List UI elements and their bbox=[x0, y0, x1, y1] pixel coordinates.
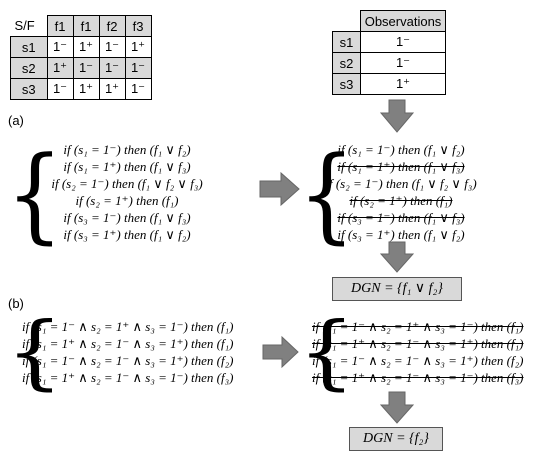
part-a-label: (a) bbox=[8, 113, 24, 128]
rule-line: if (s₃ = 1⁻) then (f₁ ∨ f₃) bbox=[63, 210, 191, 225]
symptom-header: s1 bbox=[332, 31, 361, 53]
diagnosis-result-b: DGN = {f₂} bbox=[349, 427, 443, 451]
rule-line: if (s₁ = 1⁻ ∧ s₂ = 1⁻ ∧ s₃ = 1⁺) then (f… bbox=[22, 353, 234, 368]
part-b-filtered-rules: if (s₁ = 1⁻ ∧ s₂ = 1⁺ ∧ s₃ = 1⁻) then (f… bbox=[312, 318, 548, 386]
signature-cell: 1⁺ bbox=[72, 78, 100, 100]
rule-line: if (s₁ = 1⁺ ∧ s₂ = 1⁻ ∧ s₃ = 1⁺) then (f… bbox=[22, 336, 234, 351]
rule-line-struck: if (s₁ = 1⁻ ∧ s₂ = 1⁺ ∧ s₃ = 1⁻) then (f… bbox=[312, 319, 524, 334]
rule-line: if (s₂ = 1⁻) then (f₁ ∨ f₂ ∨ f₃) bbox=[325, 176, 477, 191]
observation-value: 1⁺ bbox=[360, 73, 446, 95]
rule-line-struck: if (s₁ = 1⁺ ∧ s₂ = 1⁻ ∧ s₃ = 1⁺) then (f… bbox=[312, 336, 524, 351]
rule-line-struck: if (s₂ = 1⁺) then (f₁) bbox=[349, 193, 453, 208]
observations-table: Observations s1 1⁻ s2 1⁻ s3 1⁺ bbox=[332, 10, 446, 95]
signature-cell: 1⁺ bbox=[46, 57, 74, 79]
down-arrow-icon bbox=[379, 99, 415, 133]
rule-line: if (s₃ = 1⁺) then (f₁ ∨ f₂) bbox=[337, 227, 465, 242]
rule-line: if (s₁ = 1⁻) then (f₁ ∨ f₂) bbox=[337, 142, 465, 157]
left-brace-icon: { bbox=[6, 304, 64, 400]
rule-line: if (s₁ = 1⁻ ∧ s₂ = 1⁻ ∧ s₃ = 1⁺) then (f… bbox=[312, 353, 524, 368]
corner-label: S/F bbox=[10, 15, 48, 37]
signature-cell: 1⁻ bbox=[124, 78, 152, 100]
part-a-filtered-rules: if (s₁ = 1⁻) then (f₁ ∨ f₂) if (s₁ = 1⁺)… bbox=[312, 141, 490, 243]
rule-line: if (s₂ = 1⁺) then (f₁) bbox=[75, 193, 179, 208]
part-b-label: (b) bbox=[8, 296, 24, 311]
left-brace-icon: { bbox=[6, 133, 64, 255]
diagnosis-result-a: DGN = {f₁ ∨ f₂} bbox=[332, 277, 462, 301]
signature-cell: 1⁻ bbox=[46, 36, 74, 58]
rule-line-struck: if (s₃ = 1⁻) then (f₁ ∨ f₃) bbox=[337, 210, 465, 225]
rule-line: if (s₁ = 1⁻) then (f₁ ∨ f₂) bbox=[63, 142, 191, 157]
rule-line: if (s₁ = 1⁻ ∧ s₂ = 1⁺ ∧ s₃ = 1⁻) then (f… bbox=[22, 319, 234, 334]
symptom-header: s1 bbox=[10, 36, 48, 58]
rule-line-struck: if (s₁ = 1⁺) then (f₁ ∨ f₃) bbox=[337, 159, 465, 174]
rule-line: if (s₂ = 1⁻) then (f₁ ∨ f₂ ∨ f₃) bbox=[51, 176, 203, 191]
observations-header: Observations bbox=[360, 10, 446, 32]
rule-line: if (s₁ = 1⁺ ∧ s₂ = 1⁻ ∧ s₃ = 1⁻) then (f… bbox=[22, 370, 234, 385]
symptom-header: s2 bbox=[332, 52, 361, 74]
right-arrow-icon bbox=[262, 335, 299, 369]
symptom-header: s3 bbox=[10, 78, 48, 100]
symptom-header: s2 bbox=[10, 57, 48, 79]
rule-line: if (s₁ = 1⁺) then (f₁ ∨ f₃) bbox=[63, 159, 191, 174]
rule-line: if (s₃ = 1⁺) then (f₁ ∨ f₂) bbox=[63, 227, 191, 242]
rule-line-struck: if (s₁ = 1⁺ ∧ s₂ = 1⁻ ∧ s₃ = 1⁻) then (f… bbox=[312, 370, 524, 385]
part-b-rules: if (s₁ = 1⁻ ∧ s₂ = 1⁺ ∧ s₃ = 1⁻) then (f… bbox=[22, 318, 262, 386]
left-brace-icon: { bbox=[298, 133, 356, 255]
signature-table: S/F f1 f1 f2 f3 s1 1⁻ 1⁺ 1⁻ 1⁺ s2 1⁺ 1⁻ … bbox=[10, 15, 152, 100]
down-arrow-icon bbox=[379, 391, 415, 424]
left-brace-icon: { bbox=[298, 304, 356, 400]
right-arrow-icon bbox=[259, 171, 300, 207]
signature-cell: 1⁺ bbox=[98, 78, 126, 100]
down-arrow-icon bbox=[379, 241, 415, 273]
signature-cell: 1⁺ bbox=[72, 36, 100, 58]
fault-header: f1 bbox=[46, 15, 74, 37]
part-a-rules: if (s₁ = 1⁻) then (f₁ ∨ f₂) if (s₁ = 1⁺)… bbox=[22, 141, 232, 243]
